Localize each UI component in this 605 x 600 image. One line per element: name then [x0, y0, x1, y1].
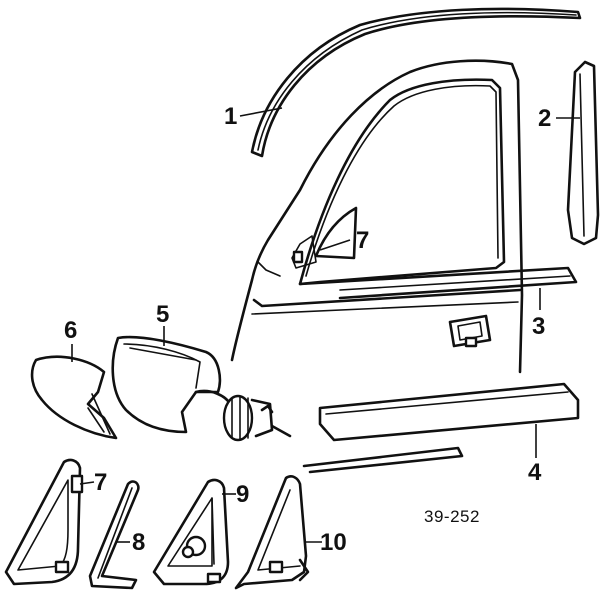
callout-7-vent-glass: 7	[356, 227, 369, 254]
callout-7-seal: 7	[94, 469, 107, 496]
triangle-weatherstrip	[4, 458, 84, 586]
callout-6: 6	[64, 317, 77, 344]
vent-window-glass	[291, 206, 358, 269]
pillar-applique	[566, 60, 600, 246]
callout-1: 1	[224, 103, 237, 130]
roof-rail-molding	[250, 7, 582, 158]
callout-9: 9	[236, 481, 249, 508]
callout-10: 10	[320, 529, 347, 556]
callout-4: 4	[528, 459, 542, 486]
callout-3: 3	[532, 313, 545, 340]
mirror-cover	[30, 355, 118, 440]
vent-window-assembly	[152, 478, 230, 586]
callout-8: 8	[132, 529, 145, 556]
reference-code: 39-252	[424, 507, 480, 526]
mirror-mounting-bracket	[234, 475, 310, 590]
door-handle	[448, 314, 492, 348]
front-door-shell	[230, 59, 524, 374]
outside-mirror	[111, 335, 292, 442]
lower-trim-strip	[302, 446, 464, 474]
leader-lines	[71, 107, 580, 543]
glass-run-channel	[88, 480, 140, 590]
callout-2: 2	[538, 105, 551, 132]
callout-5: 5	[156, 301, 169, 328]
belt-molding	[298, 266, 578, 300]
body-side-molding	[318, 382, 580, 442]
